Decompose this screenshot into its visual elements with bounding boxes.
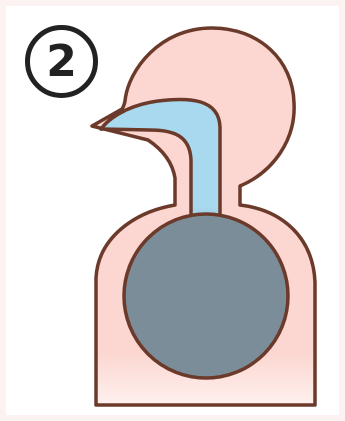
step-number-badge: 2 — [25, 25, 98, 98]
step-number: 2 — [25, 25, 98, 98]
lung — [124, 214, 288, 378]
